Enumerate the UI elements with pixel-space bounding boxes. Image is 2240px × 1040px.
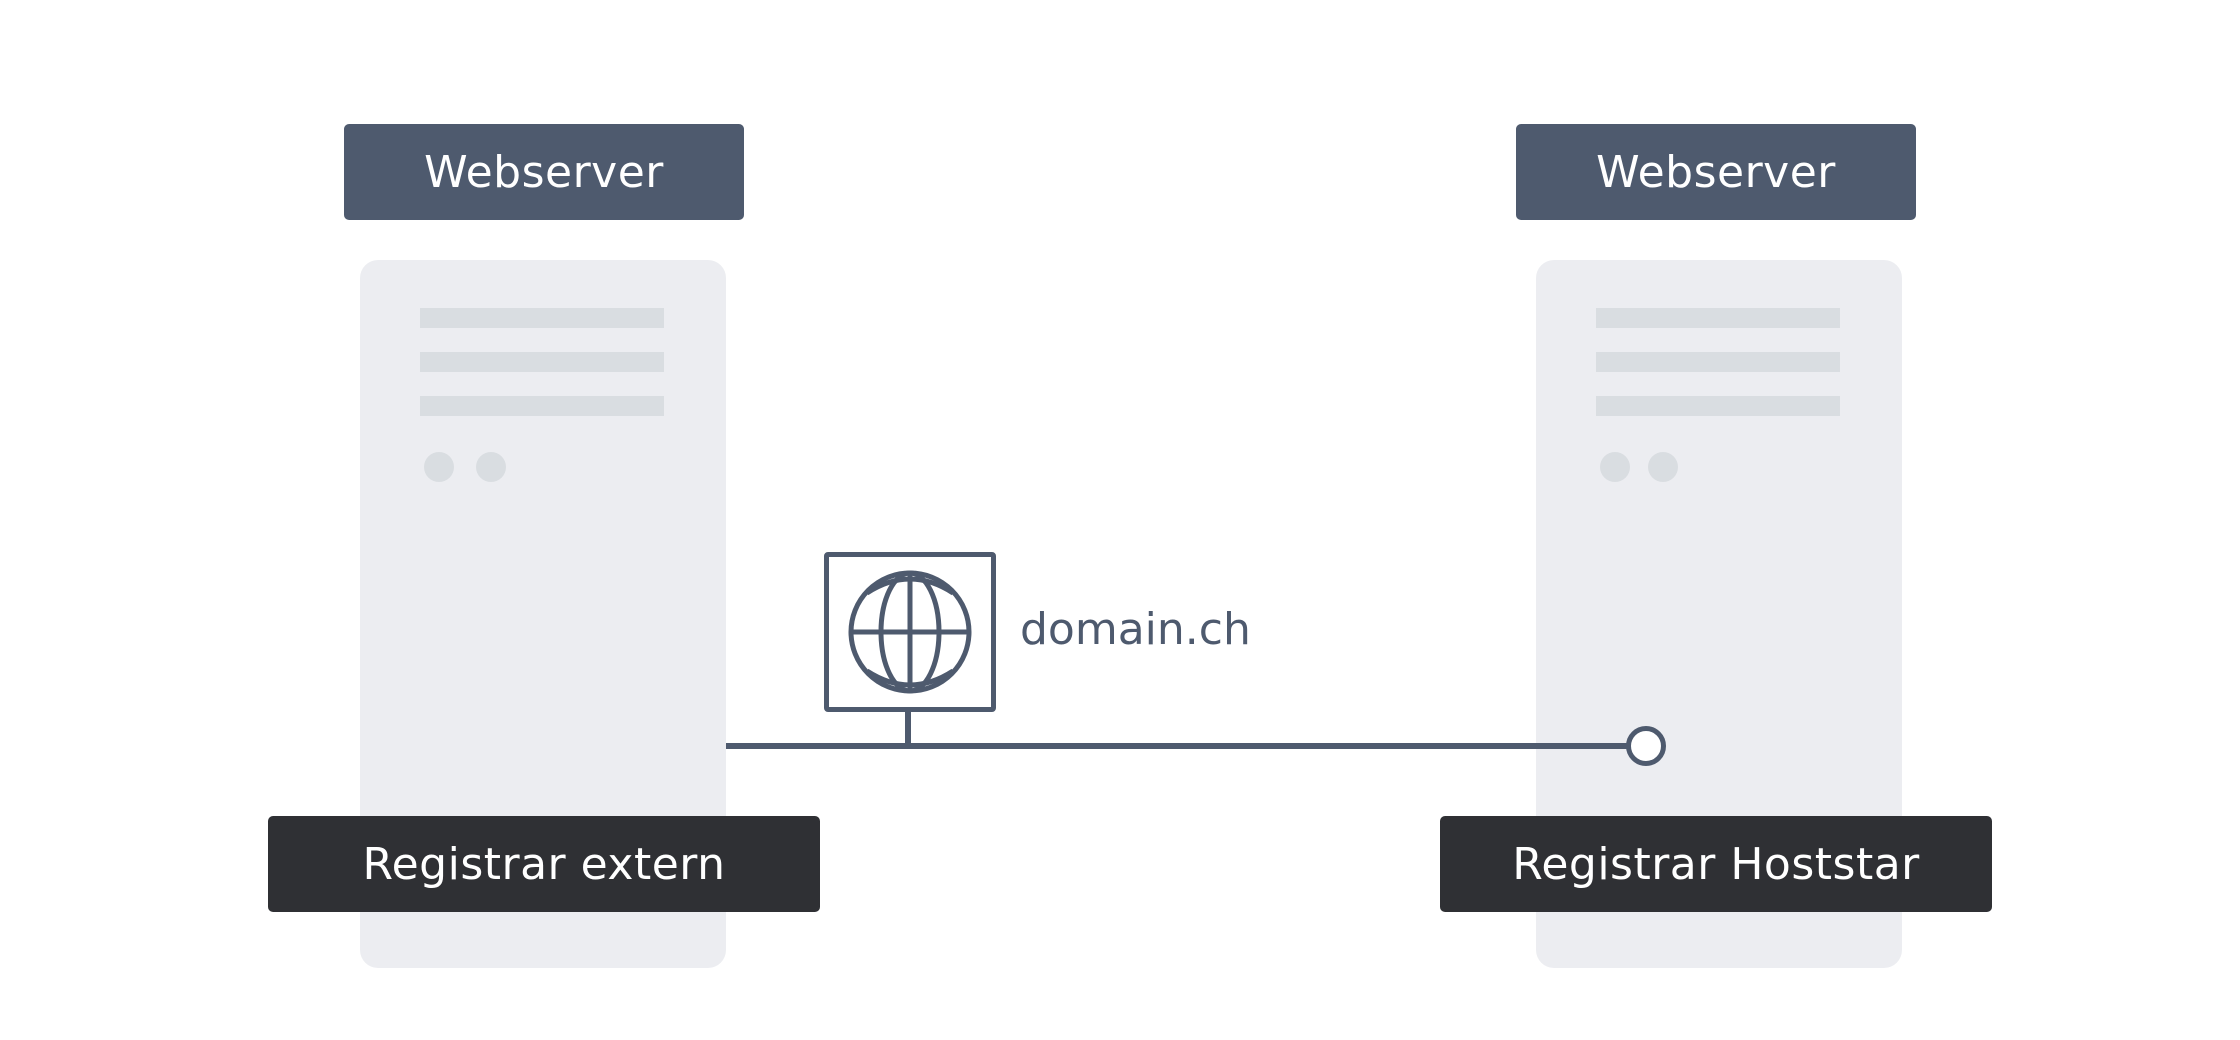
domain-globe-box xyxy=(824,552,996,712)
right-tower-slot-3 xyxy=(1596,396,1840,416)
left-tower-slot-2 xyxy=(420,352,664,372)
left-tower-slot-1 xyxy=(420,308,664,328)
right-tower-led-1 xyxy=(1600,452,1630,482)
left-webserver-label: Webserver xyxy=(344,124,744,220)
domain-name-label: domain.ch xyxy=(1020,604,1251,655)
right-tower-slot-1 xyxy=(1596,308,1840,328)
left-tower-led-1 xyxy=(424,452,454,482)
right-tower-led-2 xyxy=(1648,452,1678,482)
right-webserver-label: Webserver xyxy=(1516,124,1916,220)
globe-icon xyxy=(848,570,972,694)
connection-line xyxy=(726,743,1646,749)
registrar-extern-label: Registrar extern xyxy=(268,816,820,912)
connection-endpoint xyxy=(1626,726,1666,766)
left-tower-slot-3 xyxy=(420,396,664,416)
globe-connector-line xyxy=(905,710,911,746)
left-tower-led-2 xyxy=(476,452,506,482)
right-tower-slot-2 xyxy=(1596,352,1840,372)
registrar-hoststar-label: Registrar Hoststar xyxy=(1440,816,1992,912)
